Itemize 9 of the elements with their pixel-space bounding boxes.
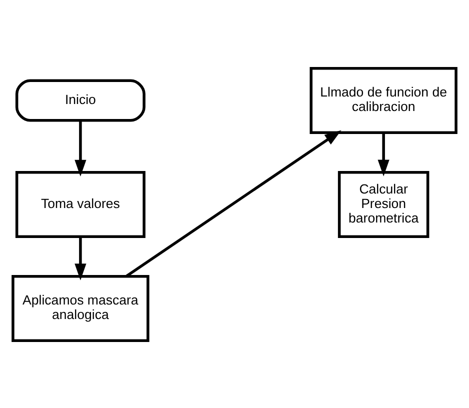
node-box: Aplicamos mascara analogica bbox=[12, 274, 150, 342]
arrow bbox=[378, 132, 390, 176]
arrow bbox=[74, 236, 86, 280]
arrow bbox=[74, 120, 86, 176]
node-box: Calcular Presion barometrica bbox=[338, 170, 430, 238]
node-box: Llmado de funcion de calibracion bbox=[310, 66, 458, 134]
node-box: Inicio bbox=[15, 78, 146, 122]
arrow bbox=[126, 130, 342, 277]
node-box: Toma valores bbox=[15, 170, 146, 238]
